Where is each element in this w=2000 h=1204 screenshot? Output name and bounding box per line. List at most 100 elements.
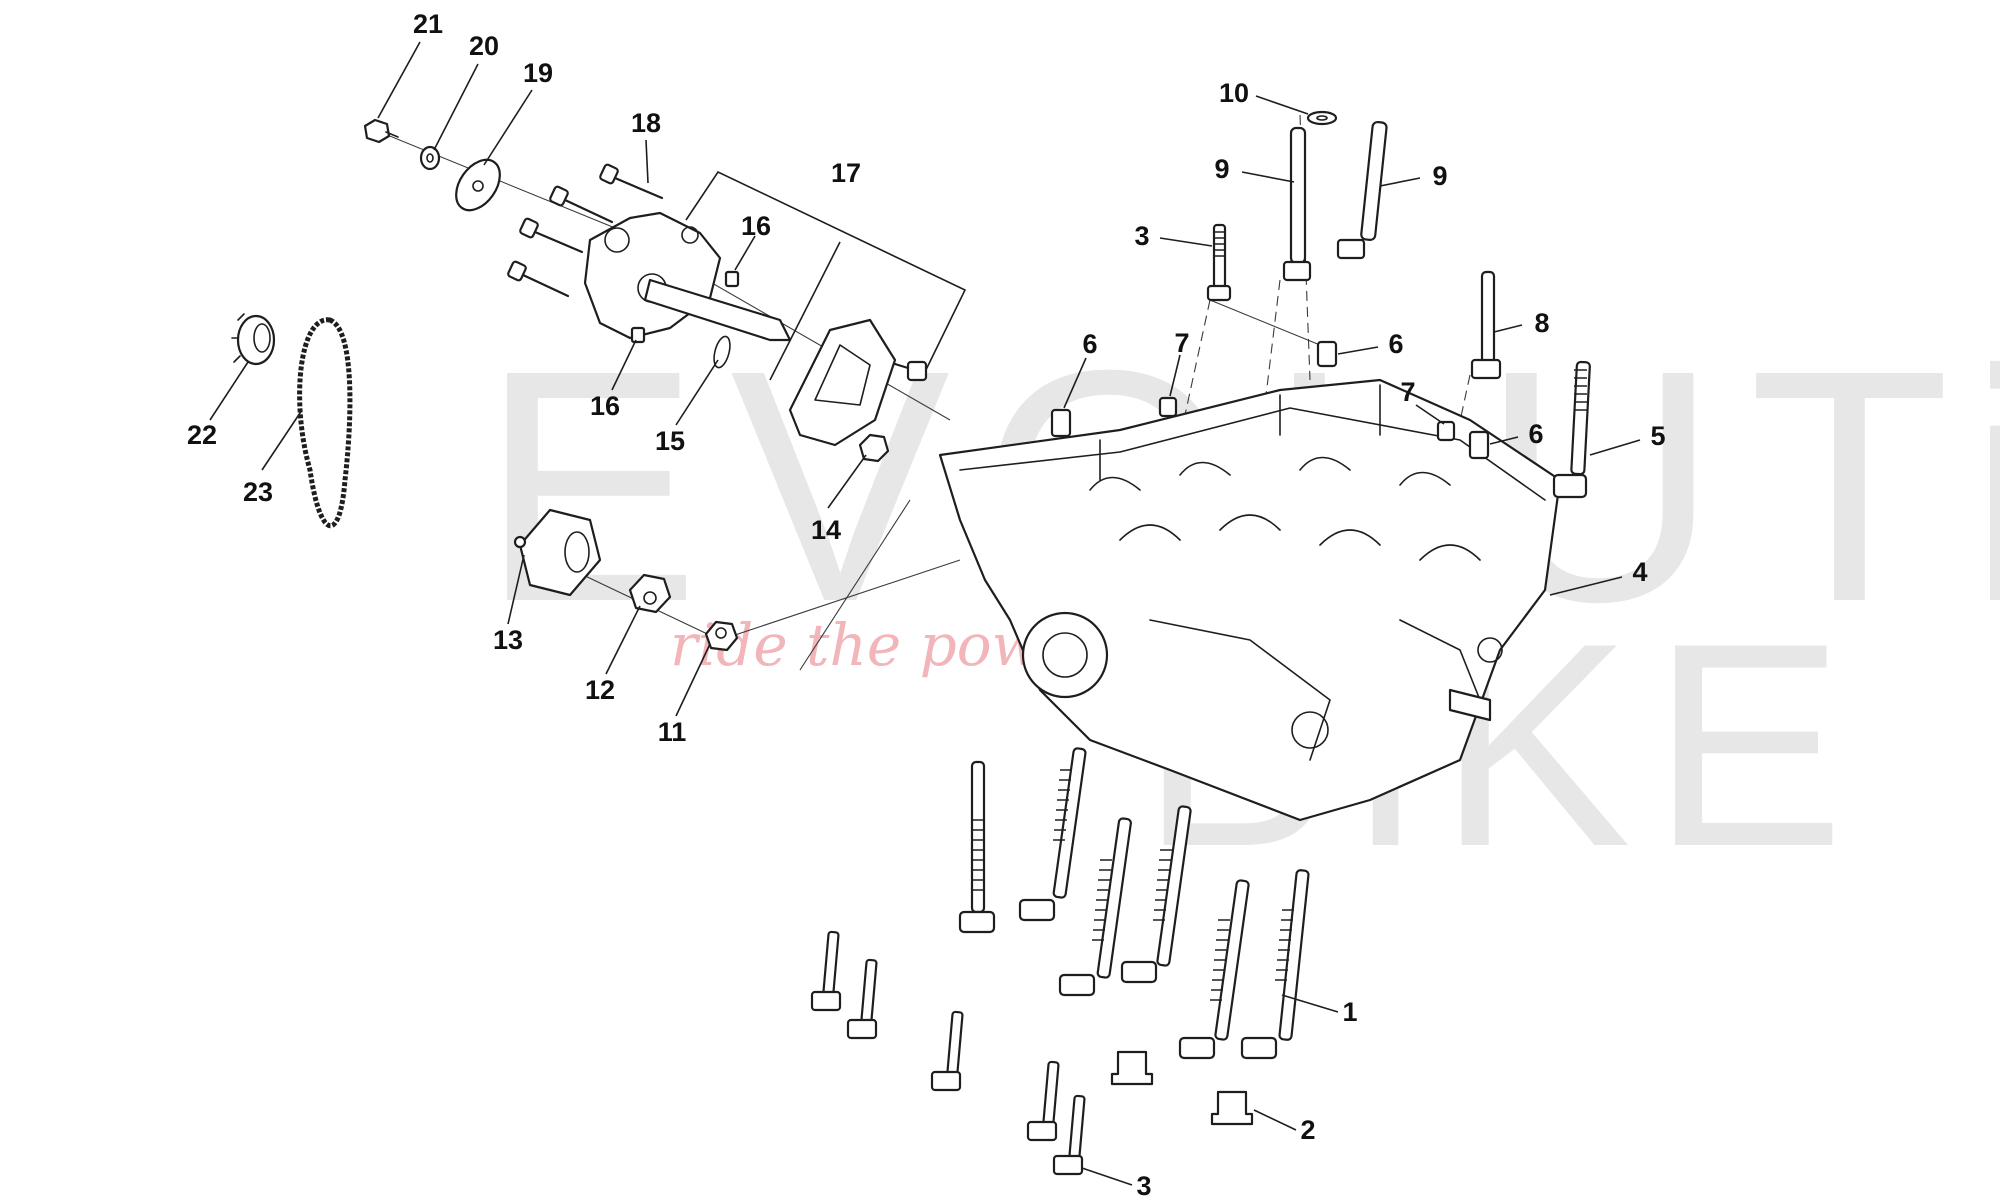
bolt-head (363, 118, 391, 144)
crankcase-boss (1021, 611, 1109, 699)
callout-2: 2 (1300, 1115, 1315, 1145)
leader-13 (507, 554, 525, 625)
part-17-bolt (893, 360, 928, 382)
crankcase-webs (1099, 384, 1381, 481)
pump-gasket (788, 318, 897, 447)
callout-7-right: 7 (1400, 377, 1415, 407)
part-6-dowel (1050, 408, 1072, 438)
filter-face (564, 531, 590, 573)
short-stud (1026, 1060, 1060, 1142)
leader-12 (605, 605, 641, 675)
leader-16a (734, 235, 756, 271)
callout-8: 8 (1534, 308, 1549, 338)
leader-6a (1063, 357, 1087, 409)
leader-10 (1255, 95, 1309, 115)
callout-6-right: 6 (1528, 419, 1543, 449)
plate-hole (472, 180, 484, 192)
pump-bolt (519, 217, 584, 254)
callout-12: 12 (585, 675, 615, 705)
part-9-long-bolt (1336, 120, 1388, 260)
crankcase-boss-bore (1042, 632, 1088, 678)
crankcase-rim (959, 407, 1546, 501)
sprocket-body (236, 314, 276, 366)
part-17-oil-pump (583, 211, 792, 342)
sprocket-teeth (231, 313, 245, 363)
part-11-washer (704, 620, 739, 652)
callout-10: 10 (1219, 78, 1249, 108)
callout-16-lower: 16 (590, 391, 620, 421)
crankcase-port (1477, 637, 1503, 663)
part-2-cap (1210, 1090, 1254, 1126)
callout-leaders (209, 41, 1641, 1186)
leader-6b (1337, 346, 1379, 355)
crankcase-shaft-stub (1448, 688, 1492, 722)
callout-labels: 21 20 19 18 17 16 16 15 14 13 12 11 22 2… (187, 9, 1666, 1201)
leader-5 (1589, 439, 1641, 456)
short-stud (930, 1010, 964, 1092)
callout-1: 1 (1342, 997, 1357, 1027)
washer-hole (426, 153, 434, 163)
pump-port (604, 227, 630, 253)
part-5-bolt (1552, 360, 1591, 499)
callout-6-left: 6 (1082, 329, 1097, 359)
bracket-line (769, 241, 841, 381)
leader-2 (1253, 1109, 1297, 1131)
callout-7-left: 7 (1174, 328, 1189, 358)
pump-bolt (599, 163, 664, 200)
leader-3a (1159, 237, 1213, 247)
leader-19 (483, 89, 533, 166)
part-6-dowel (1316, 340, 1338, 368)
callout-21: 21 (413, 9, 443, 39)
callout-bracket-17 (685, 170, 967, 381)
pump-shaft (643, 278, 792, 342)
bolt-shank (385, 131, 399, 138)
leader-18 (645, 139, 649, 184)
part-20-washer (419, 145, 441, 171)
part-7-dowel (1436, 420, 1456, 442)
leader-6c (1489, 436, 1519, 445)
leader-9a (1241, 171, 1295, 183)
part-9-long-bolt (1282, 126, 1312, 282)
leader-8 (1493, 324, 1523, 333)
callout-15: 15 (655, 426, 685, 456)
part-3-stud (1206, 223, 1232, 302)
part-22-sprocket (231, 313, 276, 366)
long-stud (1240, 869, 1310, 1060)
part-1-long-studs (958, 747, 1310, 1060)
guide-line (799, 499, 911, 671)
short-stud (810, 930, 842, 1012)
leader-23 (261, 409, 303, 471)
callout-20: 20 (469, 31, 499, 61)
callout-4: 4 (1632, 557, 1647, 587)
part-23-chain (297, 317, 353, 529)
pump-bolt (549, 185, 614, 224)
part-19-cover-plate (455, 158, 501, 212)
callout-6-middle: 6 (1388, 329, 1403, 359)
sprocket-hub (253, 323, 271, 353)
leader-16b (611, 339, 637, 391)
long-stud (1018, 747, 1087, 922)
plate-body (455, 158, 501, 212)
part-12-nut (628, 573, 672, 614)
crankcase-bearing-seats (1089, 456, 1451, 491)
crankcase-outline (938, 378, 1562, 822)
part-13-oil-filter (513, 508, 602, 597)
leader-20 (433, 63, 479, 151)
part-18-pump-bolts (507, 163, 664, 298)
crankcase-rib (1399, 619, 1481, 701)
leader-1 (1281, 994, 1339, 1013)
callout-13: 13 (493, 625, 523, 655)
callout-19: 19 (523, 58, 553, 88)
long-stud (1178, 879, 1250, 1060)
crankcase-bearing-seats (1119, 514, 1481, 561)
long-stud (958, 760, 996, 934)
leader-14 (827, 454, 867, 509)
guide-line (1209, 299, 1321, 346)
callout-23: 23 (243, 477, 273, 507)
short-stud (846, 958, 878, 1040)
leader-4 (1549, 576, 1623, 596)
filter-body (518, 508, 602, 597)
long-stud (1058, 817, 1132, 997)
